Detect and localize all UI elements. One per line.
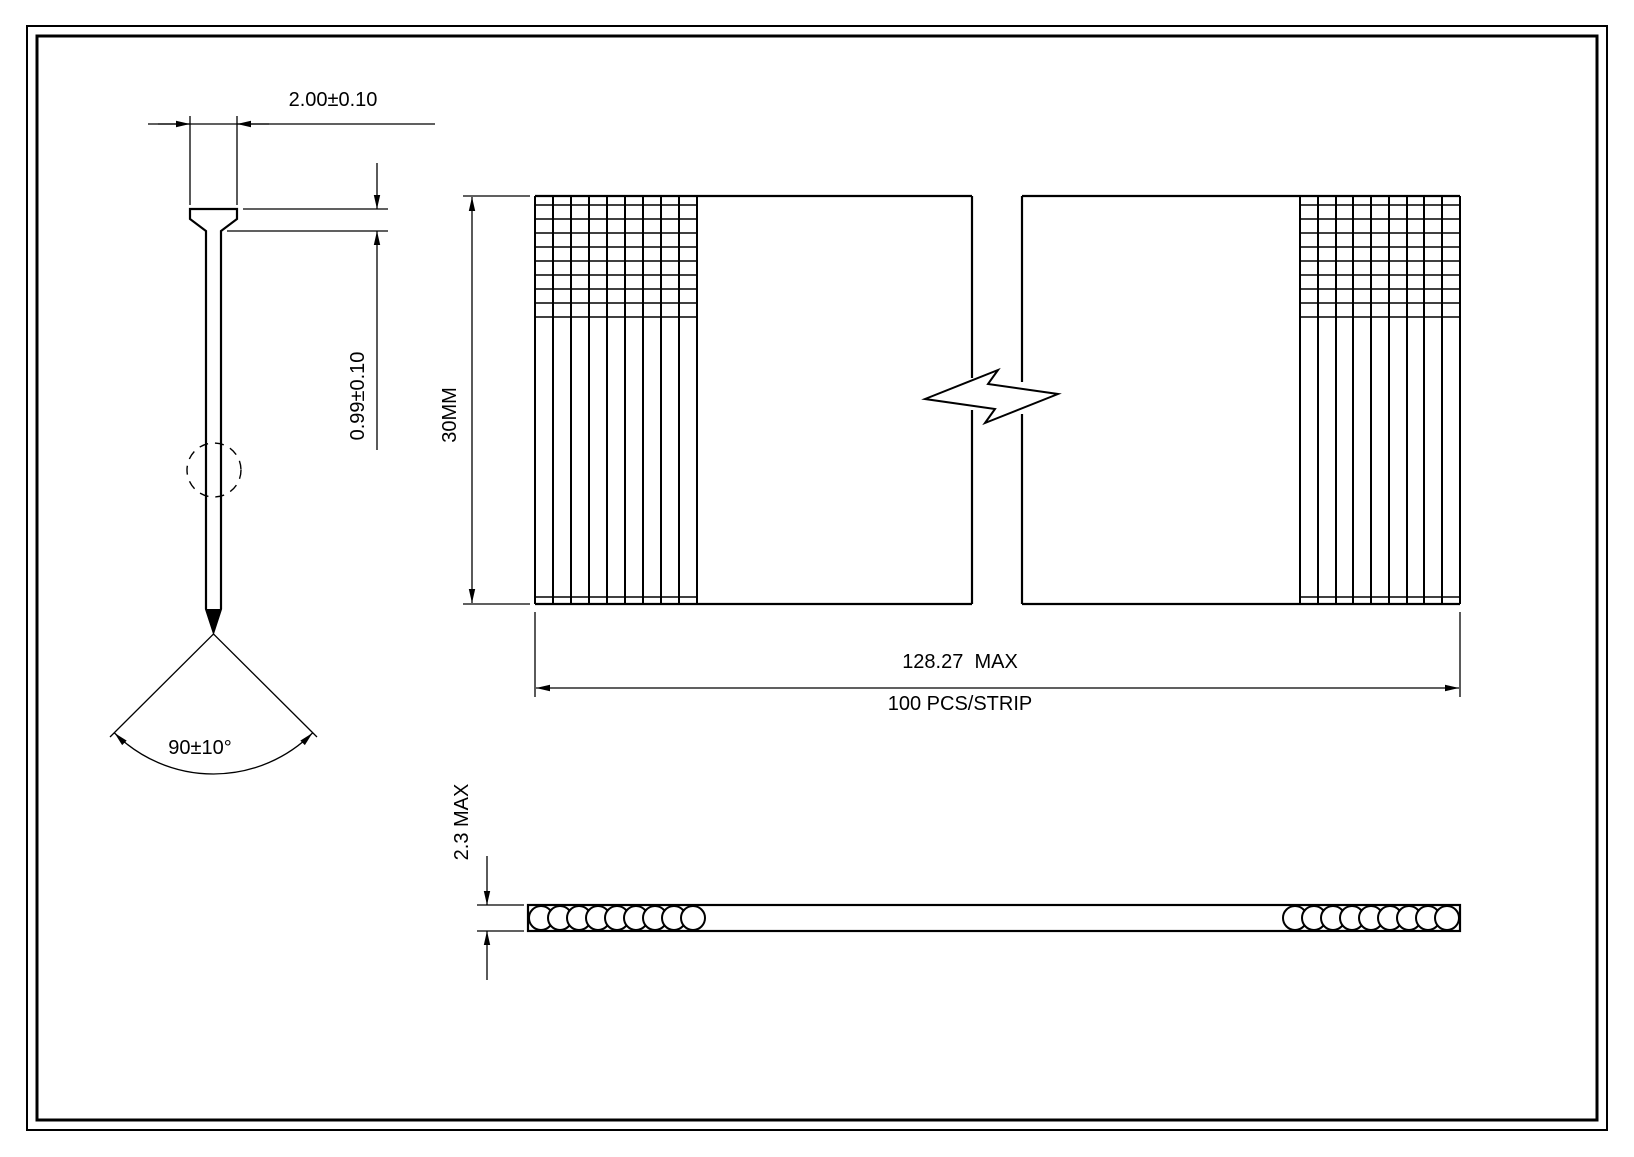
nail-outline bbox=[188, 207, 239, 636]
shank-break-circle bbox=[186, 442, 242, 498]
dim-strip-thickness: 2.3 MAX bbox=[451, 784, 524, 980]
strip-height-label: 30MM bbox=[439, 387, 461, 443]
dim-head-thickness: 0.99±0.10 bbox=[227, 163, 388, 450]
nail-tip bbox=[206, 609, 221, 632]
nail-side-view: 2.00±0.10 0.99±0.10 90±10° bbox=[109, 89, 435, 775]
strip-length-label: 128.27 MAX bbox=[902, 651, 1018, 673]
head-thickness-label: 0.99±0.10 bbox=[347, 352, 369, 441]
nail-block-right bbox=[1299, 196, 1461, 604]
collation-lines-right bbox=[1300, 204, 1460, 598]
collation-lines-left bbox=[535, 204, 697, 598]
strip-top-view: 2.3 MAX bbox=[451, 784, 1462, 980]
point-angle-label: 90±10° bbox=[168, 737, 231, 759]
strip-thickness-label: 2.3 MAX bbox=[451, 784, 473, 861]
nail-block-left bbox=[534, 196, 698, 604]
head-width-label: 2.00±0.10 bbox=[289, 89, 378, 111]
strip-outline bbox=[535, 194, 1460, 606]
dim-head-width: 2.00±0.10 bbox=[148, 89, 435, 205]
nail-heads-left bbox=[528, 905, 706, 931]
strip-front-view: 30MM 128.27 MAX 100 PCS/STRIP bbox=[439, 194, 1461, 715]
dim-point-angle: 90±10° bbox=[109, 633, 318, 775]
nail-heads-right bbox=[1282, 905, 1460, 931]
dim-strip-length: 128.27 MAX 100 PCS/STRIP bbox=[534, 612, 1461, 715]
strip-count-label: 100 PCS/STRIP bbox=[888, 693, 1033, 715]
break-bolt-symbol bbox=[921, 367, 1062, 426]
sheet-border bbox=[26, 25, 1608, 1131]
dim-strip-height: 30MM bbox=[439, 195, 530, 605]
